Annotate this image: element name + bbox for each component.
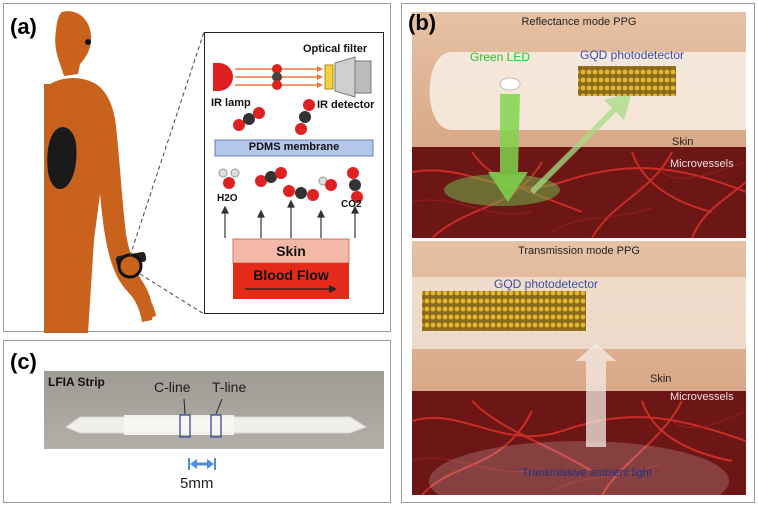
blood-flow-layer xyxy=(233,263,349,299)
head-shape xyxy=(55,11,92,76)
transmission-title: Transmission mode PPG xyxy=(518,245,640,257)
gqd-photodetector-bottom xyxy=(422,291,586,331)
panel-c-label: (c) xyxy=(10,349,37,374)
scale-label: 5mm xyxy=(180,475,214,492)
pdms-membrane xyxy=(214,139,374,157)
sensor-inset-graphic xyxy=(213,56,374,299)
panel-b: (b) xyxy=(401,3,755,503)
panel-a: (a) xyxy=(3,3,391,333)
scale-bar-icon xyxy=(188,458,216,470)
strip-photo-background xyxy=(44,371,384,449)
transmission-section: Transmission mode PPG GQD photodetector … xyxy=(412,241,746,495)
optical-filter-label: Optical filter xyxy=(303,43,368,55)
co2-molecule-left xyxy=(233,107,265,131)
panel-c: (c) LFIA Strip C-line T-line 5mm xyxy=(3,340,391,503)
microvessels-label-top: Microvessels xyxy=(670,158,734,170)
gqd-label-bottom: GQD photodetector xyxy=(494,277,599,291)
microvessels-label-bottom: Microvessels xyxy=(670,391,734,403)
c-line-label: C-line xyxy=(154,379,191,395)
reflectance-illustration xyxy=(412,12,746,238)
blood-flow-label: Blood Flow xyxy=(253,267,329,283)
sensor-inset: Optical filter IR lamp IR detector PDMS … xyxy=(204,32,384,314)
c-line-box xyxy=(179,414,191,438)
ir-lamp-label: IR lamp xyxy=(211,97,251,109)
lung-shape xyxy=(47,127,77,190)
skin-label: Skin xyxy=(276,243,306,259)
ir-detector-label: IR detector xyxy=(317,99,375,111)
ear-sensor xyxy=(85,39,91,45)
reflectance-section: Reflectance mode PPG Green LED GQD photo… xyxy=(412,12,746,238)
panel-b-label: (b) xyxy=(408,10,437,35)
co2-molecule-right xyxy=(295,99,315,135)
transmission-illustration xyxy=(412,241,746,495)
co2-label: CO2 xyxy=(341,199,362,210)
h2o-molecule xyxy=(218,168,240,189)
ambient-light-label: Transmissive ambient light xyxy=(522,467,652,479)
wrist-sensor xyxy=(117,253,143,279)
green-led-icon xyxy=(499,77,521,91)
gqd-label-top: GQD photodetector xyxy=(580,48,685,62)
torso-arm-shape xyxy=(44,78,153,333)
optical-filter-icon xyxy=(324,64,334,90)
t-line-box xyxy=(210,414,222,438)
green-led-label: Green LED xyxy=(470,50,531,64)
lfia-strip-photo xyxy=(44,371,384,470)
zoom-line-top xyxy=(129,31,205,257)
t-line-label: T-line xyxy=(212,379,247,395)
panel-a-label: (a) xyxy=(10,14,37,39)
skin-label-bottom: Skin xyxy=(650,373,672,385)
membrane-label: PDMS membrane xyxy=(248,141,340,153)
ir-lamp-icon xyxy=(219,63,233,91)
lfia-strip-label: LFIA Strip xyxy=(48,375,105,389)
gqd-photodetector-top xyxy=(578,66,676,96)
human-body-illustration xyxy=(44,11,205,333)
skin-label-top: Skin xyxy=(672,136,694,148)
zoom-line-bottom xyxy=(139,273,205,315)
h2o-label: H2O xyxy=(217,193,238,204)
ir-detector-icon xyxy=(334,56,356,98)
reflectance-title: Reflectance mode PPG xyxy=(521,16,637,28)
